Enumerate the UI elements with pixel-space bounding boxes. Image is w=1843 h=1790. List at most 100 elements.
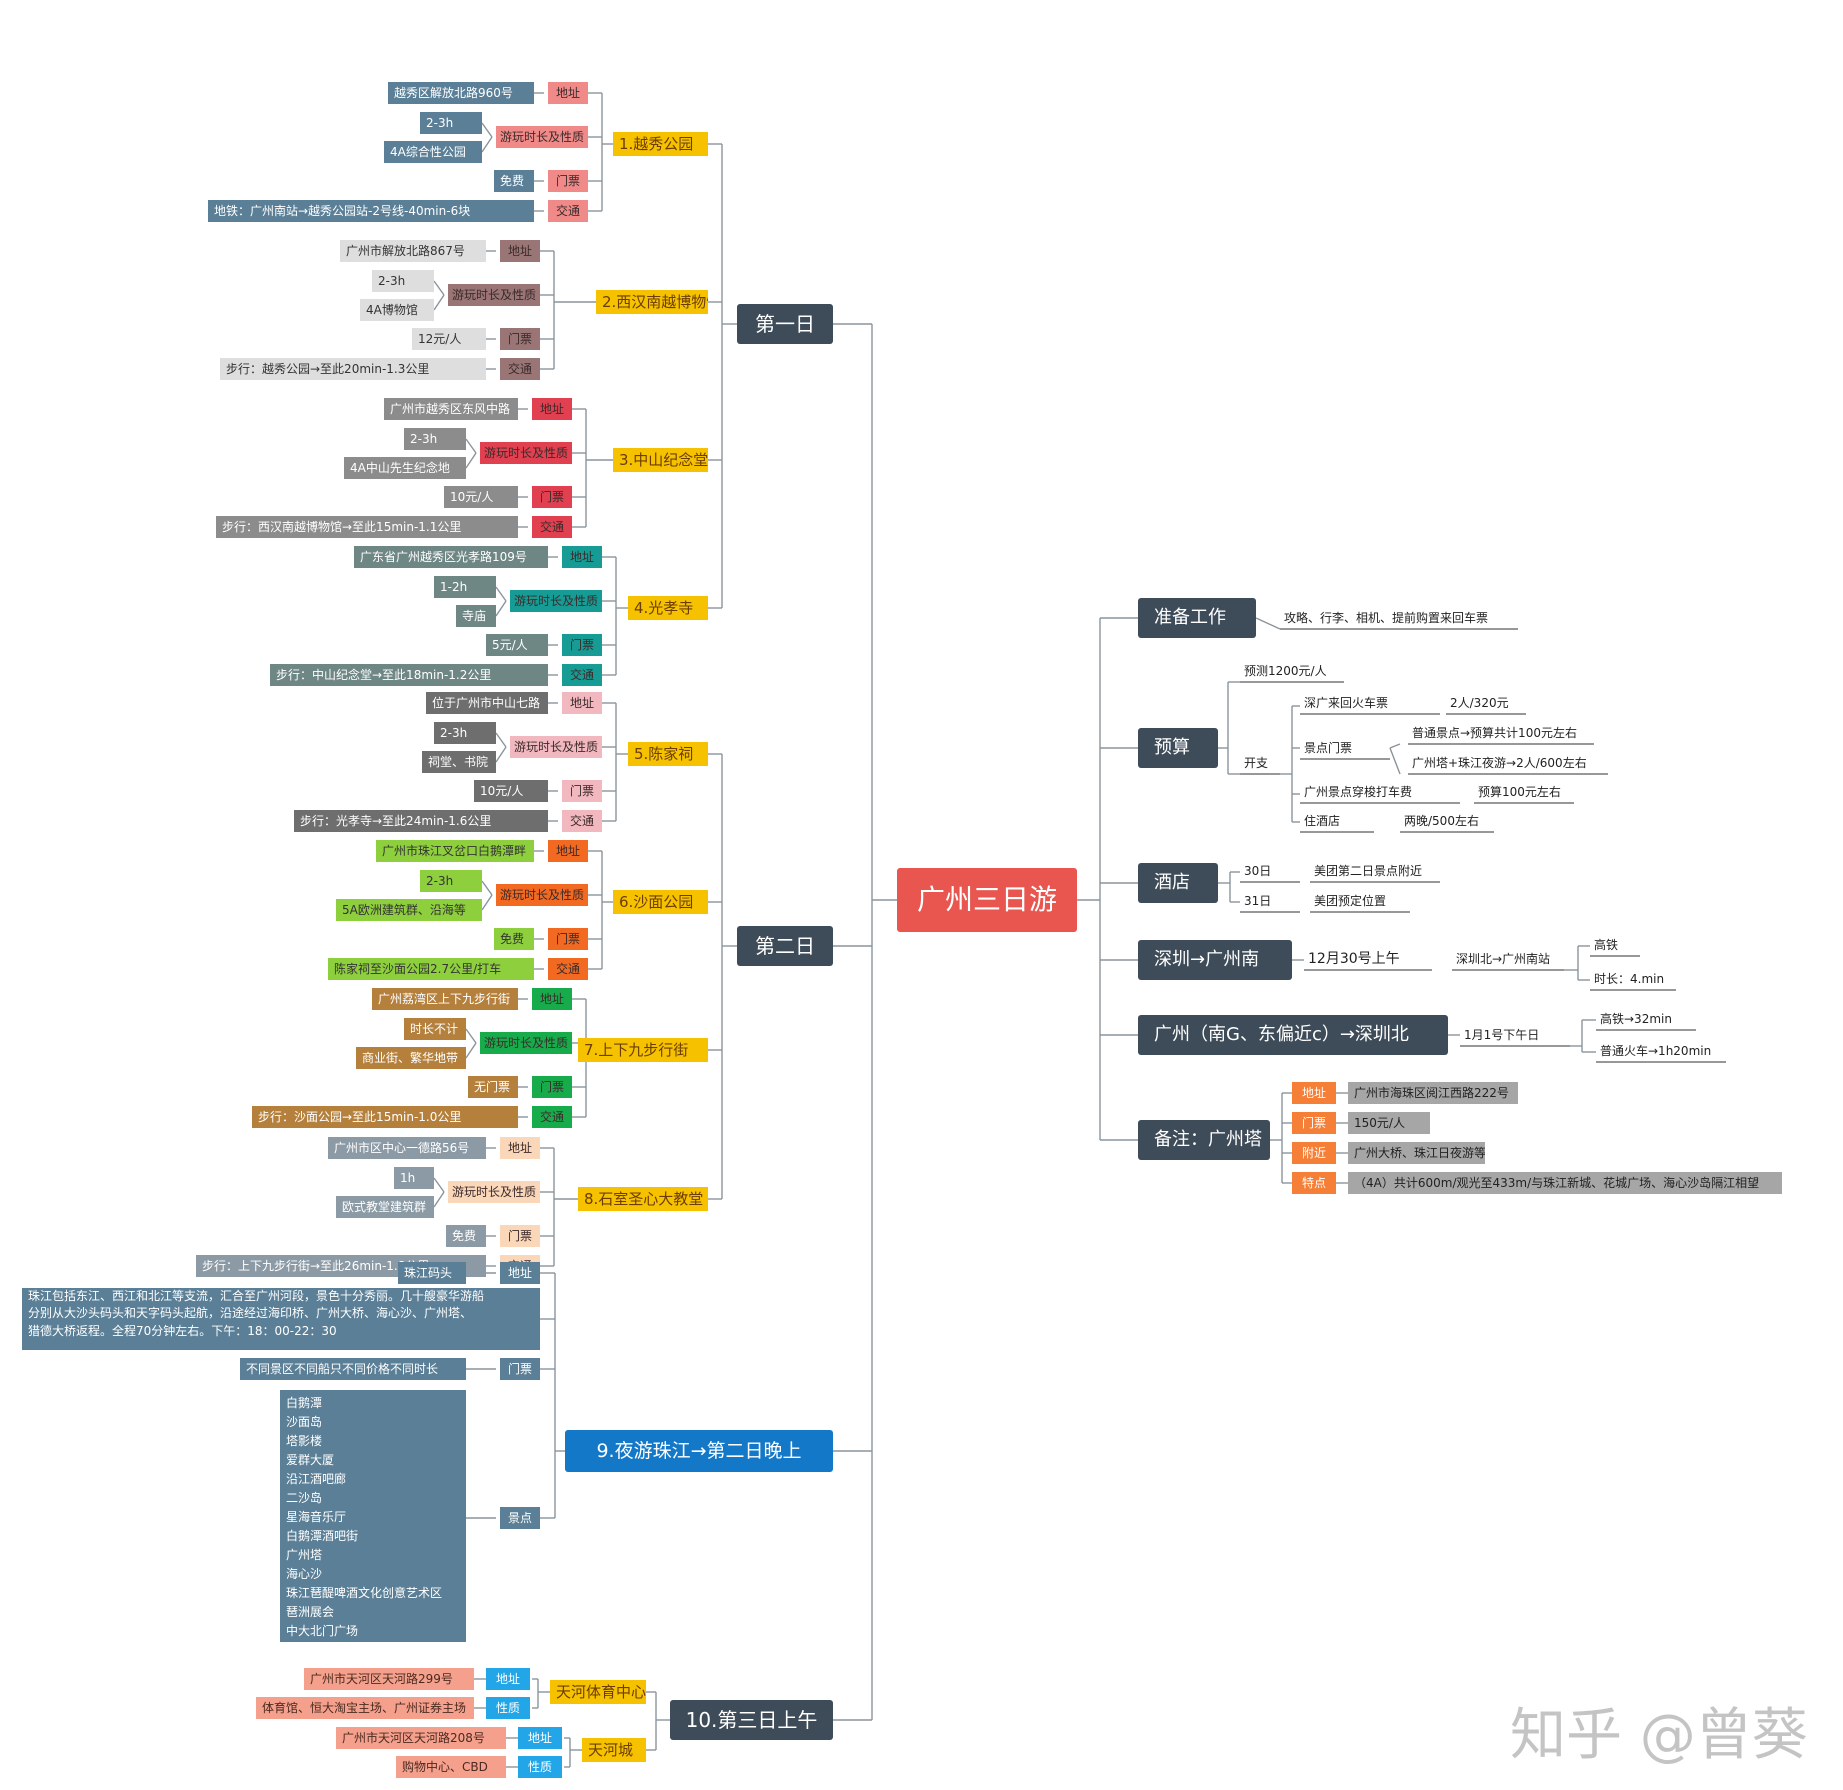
day3-1-addr-value[interactable]: 广州市天河区天河路299号 bbox=[304, 1668, 474, 1690]
day3-spot-1[interactable]: 天河体育中心 bbox=[550, 1680, 646, 1704]
day-node-2[interactable]: 第二日 bbox=[737, 926, 833, 966]
spot-2-duration-chip[interactable]: 游玩时长及性质 bbox=[448, 284, 540, 306]
spot-6-address-chip[interactable]: 地址 bbox=[548, 840, 588, 862]
spot-2-nature-value[interactable]: 4A博物馆 bbox=[360, 299, 434, 321]
spot-8-address-value[interactable]: 广州市区中心一德路56号 bbox=[328, 1137, 486, 1159]
note-2-value[interactable]: 广州大桥、珠江日夜游等 bbox=[1348, 1142, 1485, 1164]
spot-node-1[interactable]: 1.越秀公园 bbox=[613, 132, 708, 156]
day-node-3[interactable]: 9.夜游珠江→第二日晚上 bbox=[565, 1430, 833, 1472]
spot-node-3[interactable]: 3.中山纪念堂 bbox=[613, 448, 708, 472]
spot-1-nature-value[interactable]: 4A综合性公园 bbox=[384, 141, 482, 163]
spot-2-duration-value[interactable]: 2-3h bbox=[372, 270, 434, 292]
spot-8-nature-value[interactable]: 欧式教堂建筑群 bbox=[336, 1196, 434, 1218]
day3-2-addr-value[interactable]: 广州市天河区天河路208号 bbox=[336, 1727, 506, 1749]
spot-2-ticket-value[interactable]: 12元/人 bbox=[412, 328, 486, 350]
spot-4-address-chip[interactable]: 地址 bbox=[562, 546, 602, 568]
spot-5-ticket-value[interactable]: 10元/人 bbox=[474, 780, 548, 802]
spot-7-transport-chip[interactable]: 交通 bbox=[532, 1106, 572, 1128]
spot-node-5[interactable]: 5.陈家祠 bbox=[628, 742, 708, 766]
spot-7-ticket-value[interactable]: 无门票 bbox=[468, 1076, 518, 1098]
spot-3-ticket-value[interactable]: 10元/人 bbox=[444, 486, 518, 508]
note-0-value[interactable]: 广州市海珠区阅江西路222号 bbox=[1348, 1082, 1518, 1104]
spot-8-duration-value[interactable]: 1h bbox=[394, 1167, 434, 1189]
spot-3-duration-value[interactable]: 2-3h bbox=[404, 428, 466, 450]
spot-1-duration-value[interactable]: 2-3h bbox=[420, 112, 482, 134]
spot-3-duration-chip[interactable]: 游玩时长及性质 bbox=[480, 442, 572, 464]
note-3-value[interactable]: （4A）共计600m/观光至433m/与珠江新城、花城广场、海心沙岛隔江相望 bbox=[1348, 1172, 1782, 1194]
spot-4-ticket-chip[interactable]: 门票 bbox=[562, 634, 602, 656]
spot-7-address-chip[interactable]: 地址 bbox=[532, 988, 572, 1010]
spot-6-duration-value[interactable]: 2-3h bbox=[420, 870, 482, 892]
night-intro[interactable]: 珠江包括东江、西江和北江等支流，汇合至广州河段，景色十分秀丽。几十艘豪华游船 分… bbox=[22, 1288, 540, 1350]
spot-5-transport-value[interactable]: 步行：光孝寺→至此24min-1.6公里 bbox=[294, 810, 548, 832]
spot-4-transport-chip[interactable]: 交通 bbox=[562, 664, 602, 686]
spot-4-duration-value[interactable]: 1-2h bbox=[434, 576, 496, 598]
spot-2-ticket-chip[interactable]: 门票 bbox=[500, 328, 540, 350]
spot-5-address-value[interactable]: 位于广州市中山七路 bbox=[426, 692, 548, 714]
note-2-key[interactable]: 附近 bbox=[1292, 1142, 1336, 1164]
spot-1-ticket-chip[interactable]: 门票 bbox=[548, 170, 588, 192]
spot-8-address-chip[interactable]: 地址 bbox=[500, 1137, 540, 1159]
spot-1-transport-chip[interactable]: 交通 bbox=[548, 200, 588, 222]
spot-6-transport-chip[interactable]: 交通 bbox=[548, 958, 588, 980]
spot-4-duration-chip[interactable]: 游玩时长及性质 bbox=[510, 590, 602, 612]
spot-3-address-value[interactable]: 广州市越秀区东风中路 bbox=[384, 398, 518, 420]
note-3-key[interactable]: 特点 bbox=[1292, 1172, 1336, 1194]
right-node-budget[interactable]: 预算 bbox=[1138, 728, 1218, 768]
spot-7-transport-value[interactable]: 步行：沙面公园→至此15min-1.0公里 bbox=[252, 1106, 518, 1128]
spot-8-ticket-value[interactable]: 免费 bbox=[446, 1225, 486, 1247]
day3-2-nature-chip[interactable]: 性质 bbox=[518, 1756, 562, 1778]
night-ticket-value[interactable]: 不同景区不同船只不同价格不同时长 bbox=[240, 1358, 466, 1380]
day3-1-nature-value[interactable]: 体育馆、恒大淘宝主场、广州证券主场 bbox=[256, 1697, 474, 1719]
spot-6-ticket-chip[interactable]: 门票 bbox=[548, 928, 588, 950]
spot-2-address-value[interactable]: 广州市解放北路867号 bbox=[340, 240, 486, 262]
right-node-to_gz[interactable]: 深圳→广州南 bbox=[1138, 940, 1292, 980]
spot-3-ticket-chip[interactable]: 门票 bbox=[532, 486, 572, 508]
night-spots-chip[interactable]: 景点 bbox=[500, 1507, 540, 1529]
right-node-to_sz[interactable]: 广州（南G、东偏近c）→深圳北 bbox=[1138, 1015, 1448, 1055]
night-address-value[interactable]: 珠江码头 bbox=[398, 1262, 466, 1284]
spot-4-nature-value[interactable]: 寺庙 bbox=[456, 605, 496, 627]
day3-1-nature-chip[interactable]: 性质 bbox=[486, 1697, 530, 1719]
night-ticket-chip[interactable]: 门票 bbox=[500, 1358, 540, 1380]
spot-3-address-chip[interactable]: 地址 bbox=[532, 398, 572, 420]
spot-7-address-value[interactable]: 广州荔湾区上下九步行街 bbox=[372, 988, 518, 1010]
spot-8-ticket-chip[interactable]: 门票 bbox=[500, 1225, 540, 1247]
spot-5-ticket-chip[interactable]: 门票 bbox=[562, 780, 602, 802]
spot-3-transport-value[interactable]: 步行：西汉南越博物馆→至此15min-1.1公里 bbox=[216, 516, 518, 538]
spot-5-nature-value[interactable]: 祠堂、书院 bbox=[422, 751, 496, 773]
spot-2-address-chip[interactable]: 地址 bbox=[500, 240, 540, 262]
spot-4-ticket-value[interactable]: 5元/人 bbox=[486, 634, 548, 656]
spot-7-nature-value[interactable]: 商业街、繁华地带 bbox=[356, 1047, 466, 1069]
spot-5-duration-value[interactable]: 2-3h bbox=[434, 722, 496, 744]
spot-5-transport-chip[interactable]: 交通 bbox=[562, 810, 602, 832]
right-node-hotel[interactable]: 酒店 bbox=[1138, 863, 1218, 903]
spot-1-duration-chip[interactable]: 游玩时长及性质 bbox=[496, 126, 588, 148]
spot-6-duration-chip[interactable]: 游玩时长及性质 bbox=[496, 884, 588, 906]
spot-7-duration-value[interactable]: 时长不计 bbox=[404, 1018, 466, 1040]
day-node-4[interactable]: 10.第三日上午 bbox=[670, 1700, 833, 1740]
spot-node-2[interactable]: 2.西汉南越博物馆 bbox=[596, 290, 708, 314]
night-address-chip[interactable]: 地址 bbox=[500, 1262, 540, 1284]
day3-2-addr-chip[interactable]: 地址 bbox=[518, 1727, 562, 1749]
spot-6-nature-value[interactable]: 5A欧洲建筑群、沿海等 bbox=[336, 899, 482, 921]
spot-6-address-value[interactable]: 广州市珠江叉岔口白鹅潭畔 bbox=[376, 840, 534, 862]
day3-spot-2[interactable]: 天河城 bbox=[582, 1738, 646, 1762]
spot-4-transport-value[interactable]: 步行：中山纪念堂→至此18min-1.2公里 bbox=[270, 664, 548, 686]
spot-node-6[interactable]: 6.沙面公园 bbox=[613, 890, 708, 914]
spot-5-duration-chip[interactable]: 游玩时长及性质 bbox=[510, 736, 602, 758]
spot-1-transport-value[interactable]: 地铁：广州南站→越秀公园站-2号线-40min-6块 bbox=[208, 200, 534, 222]
center-node[interactable]: 广州三日游 bbox=[897, 868, 1077, 932]
spot-6-transport-value[interactable]: 陈家祠至沙面公园2.7公里/打车 bbox=[328, 958, 534, 980]
spot-3-transport-chip[interactable]: 交通 bbox=[532, 516, 572, 538]
spot-4-address-value[interactable]: 广东省广州越秀区光孝路109号 bbox=[354, 546, 548, 568]
spot-1-address-chip[interactable]: 地址 bbox=[548, 82, 588, 104]
spot-6-ticket-value[interactable]: 免费 bbox=[494, 928, 534, 950]
spot-7-ticket-chip[interactable]: 门票 bbox=[532, 1076, 572, 1098]
day-node-1[interactable]: 第一日 bbox=[737, 304, 833, 344]
right-node-prep[interactable]: 准备工作 bbox=[1138, 598, 1256, 638]
spot-1-ticket-value[interactable]: 免费 bbox=[494, 170, 534, 192]
spot-1-address-value[interactable]: 越秀区解放北路960号 bbox=[388, 82, 534, 104]
day3-2-nature-value[interactable]: 购物中心、CBD bbox=[396, 1756, 506, 1778]
spot-5-address-chip[interactable]: 地址 bbox=[562, 692, 602, 714]
